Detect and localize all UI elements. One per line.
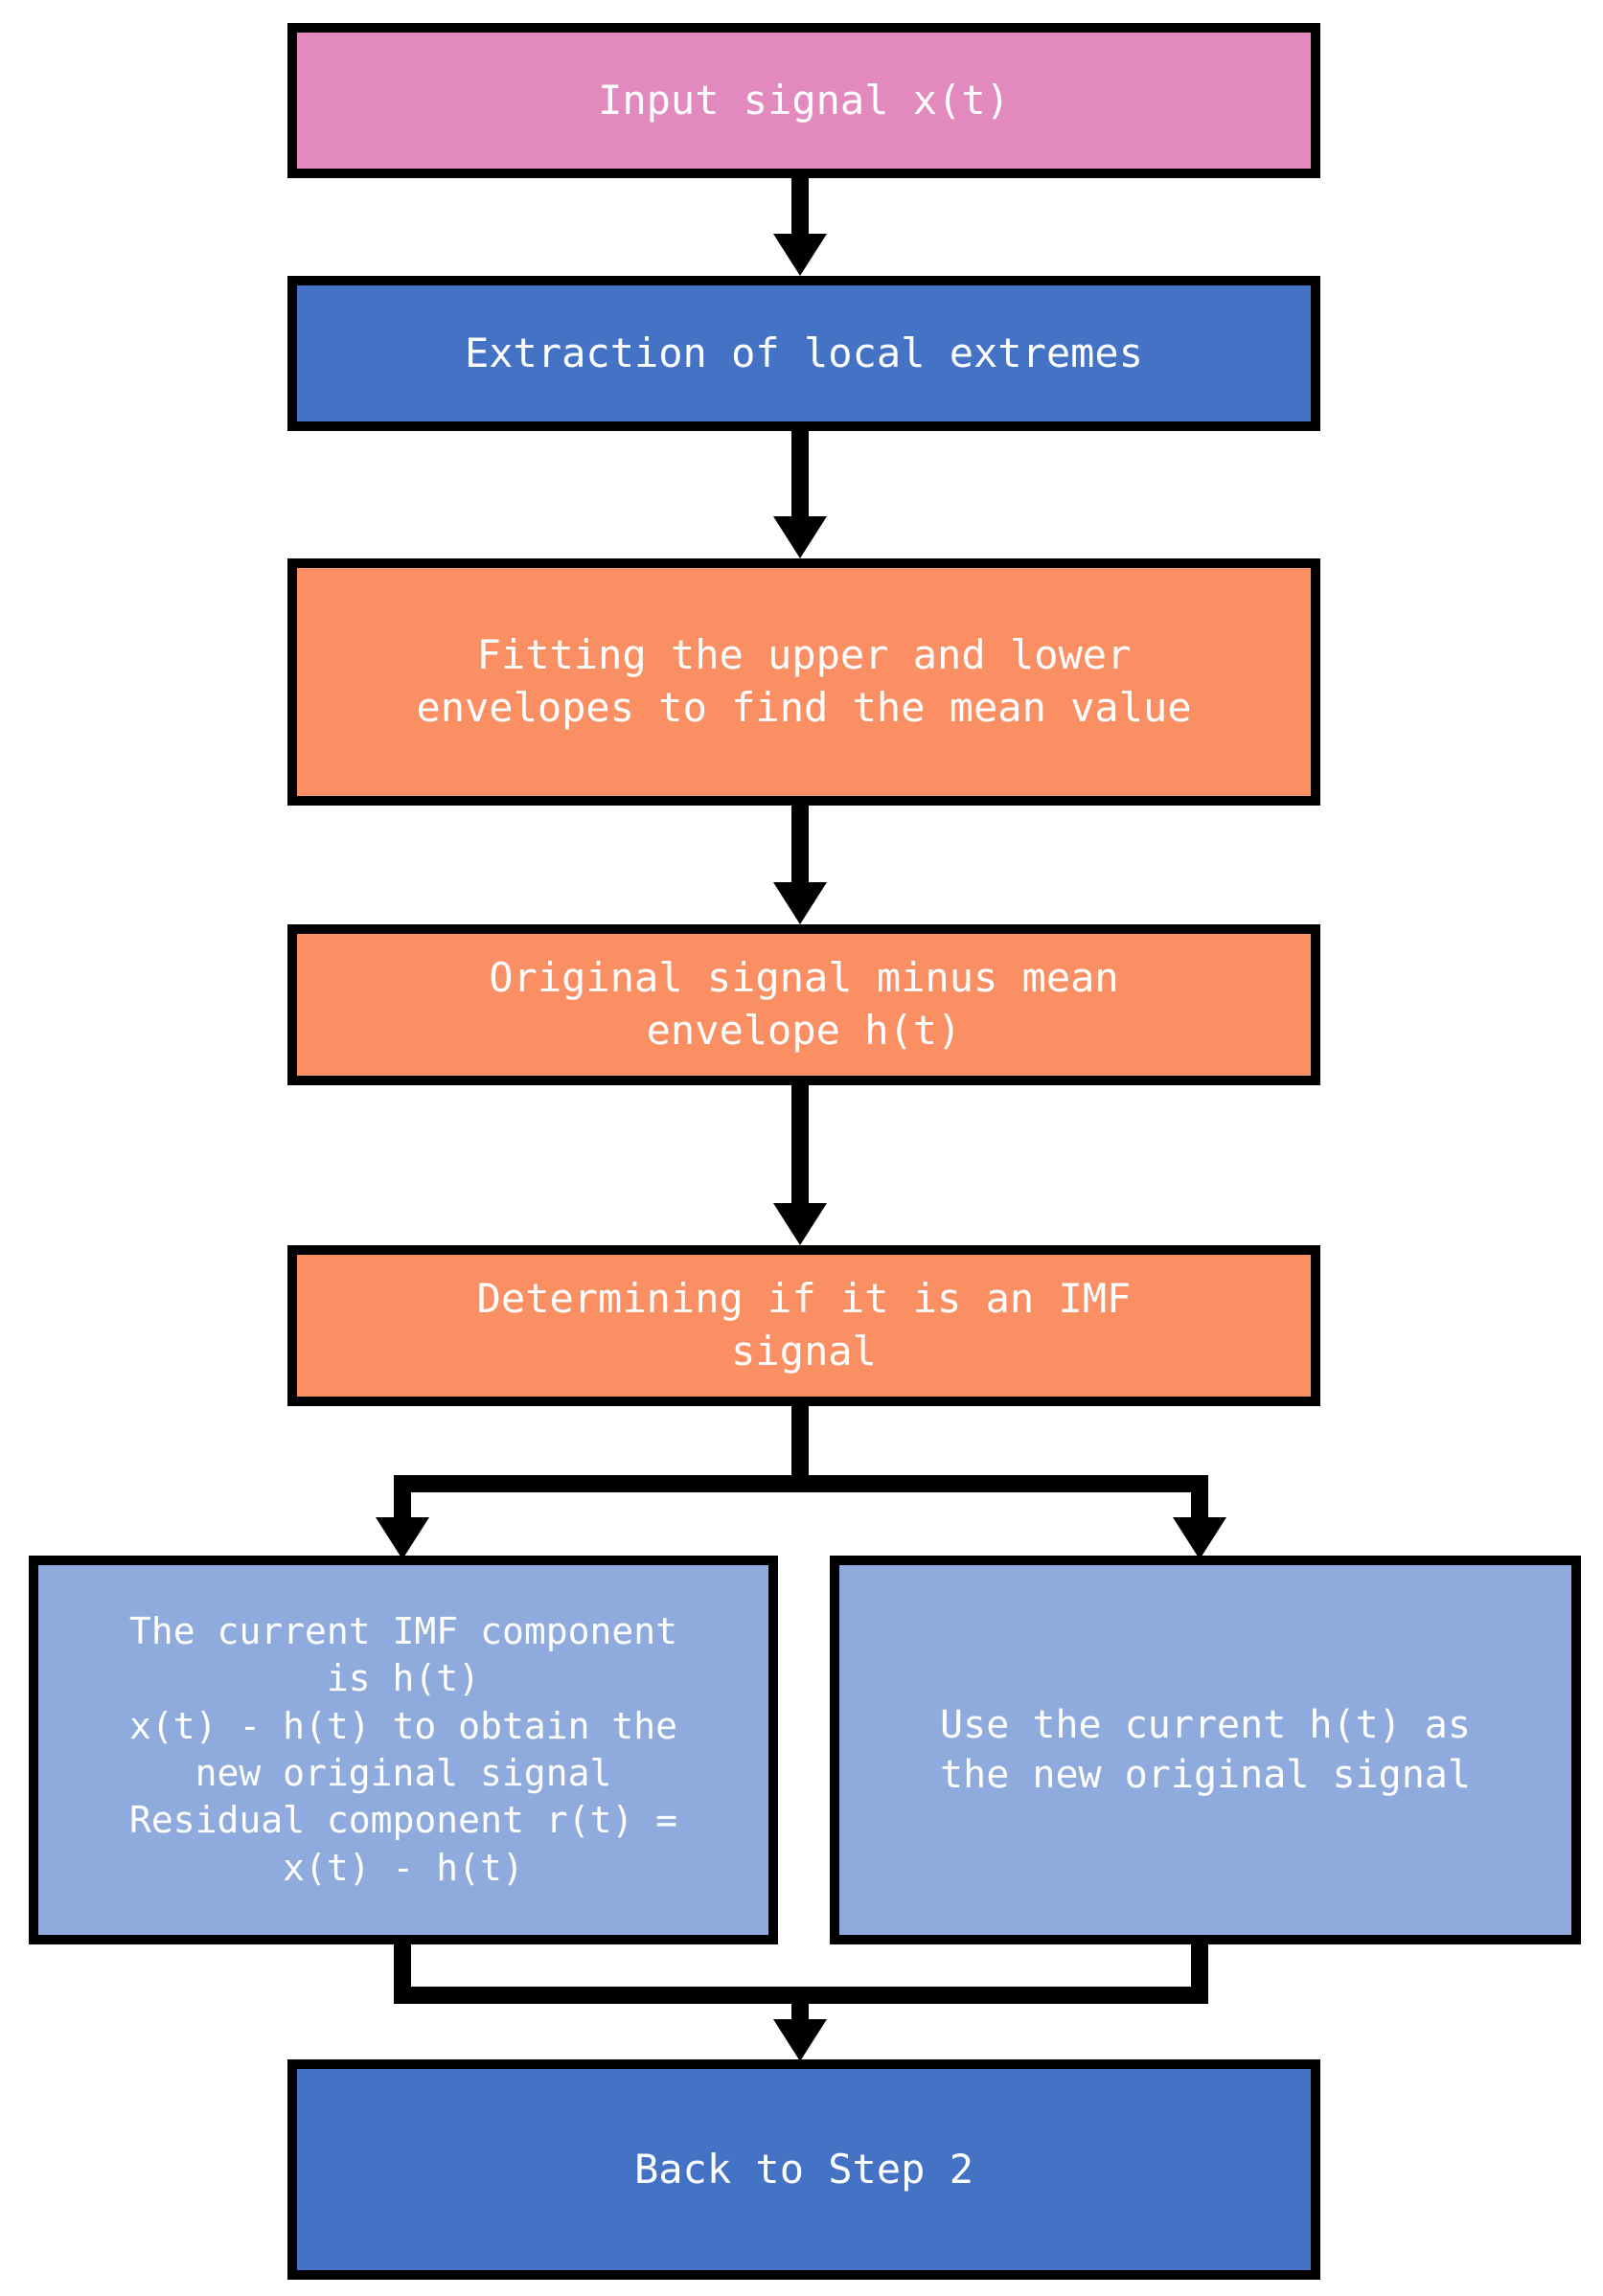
node-imf-left-label: The current IMF component is h(t) x(t) -…	[129, 1609, 677, 1889]
node-fitting-label: Fitting the upper and lower envelopes to…	[416, 631, 1192, 731]
node-extraction-label: Extraction of local extremes	[464, 329, 1143, 376]
edge-determine-split-bus	[394, 1475, 1208, 1492]
edge-extract-to-fitting-arrowhead	[773, 516, 827, 558]
node-extraction-of-local-extremes[interactable]: Extraction of local extremes	[287, 276, 1320, 431]
node-current-imf-component[interactable]: The current IMF component is h(t) x(t) -…	[29, 1556, 778, 1944]
node-determine-label: Determining if it is an IMF signal	[476, 1275, 1132, 1375]
node-input-signal-label: Input signal x(t)	[598, 76, 1010, 124]
edge-input-to-extract-arrowhead	[773, 234, 827, 276]
node-determining-imf-signal[interactable]: Determining if it is an IMF signal	[287, 1245, 1320, 1406]
edge-minus-to-determine-line	[791, 1085, 809, 1207]
edge-fitting-to-minus-arrowhead	[773, 882, 827, 924]
edge-merge-to-back-arrowhead	[773, 2019, 827, 2061]
node-use-current-h-as-new-signal[interactable]: Use the current h(t) as the new original…	[830, 1556, 1581, 1944]
edge-split-right-arrowhead	[1173, 1517, 1226, 1559]
node-input-signal[interactable]: Input signal x(t)	[287, 23, 1320, 178]
edge-split-left-drop	[394, 1475, 411, 1523]
node-back-to-step-2[interactable]: Back to Step 2	[287, 2059, 1320, 2280]
node-fitting-envelopes[interactable]: Fitting the upper and lower envelopes to…	[287, 558, 1320, 806]
node-minus-label: Original signal minus mean envelope h(t)	[489, 954, 1119, 1054]
edge-fitting-to-minus-line	[791, 806, 809, 886]
node-imf-right-label: Use the current h(t) as the new original…	[940, 1703, 1471, 1797]
edge-input-to-extract-line	[791, 178, 809, 238]
node-back-label: Back to Step 2	[633, 2145, 973, 2193]
edge-extract-to-fitting-line	[791, 431, 809, 520]
edge-determine-split-stem	[791, 1406, 809, 1483]
node-original-minus-mean-envelope[interactable]: Original signal minus mean envelope h(t)	[287, 924, 1320, 1085]
edge-minus-to-determine-arrowhead	[773, 1203, 827, 1245]
edge-split-right-drop	[1191, 1475, 1208, 1523]
edge-split-left-arrowhead	[376, 1517, 429, 1559]
